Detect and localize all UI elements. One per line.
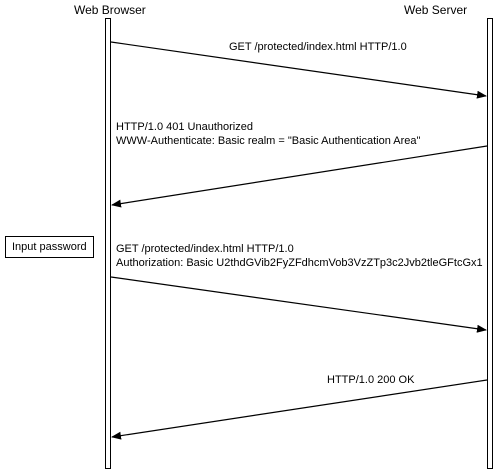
response-401-authenticate-line: WWW-Authenticate: Basic realm = "Basic A…: [116, 135, 421, 147]
response-200-arrow: [111, 379, 488, 440]
web-browser-lifeline: [105, 18, 111, 469]
response-200-label: HTTP/1.0 200 OK: [327, 373, 414, 387]
web-server-header: Web Server: [404, 3, 468, 17]
response-401-arrow: [111, 145, 488, 208]
request-2-arrow: [110, 276, 487, 333]
response-200-status-line: HTTP/1.0 200 OK: [327, 374, 415, 386]
request-2-line: GET /protected/index.html HTTP/1.0: [116, 243, 294, 255]
response-401-status-line: HTTP/1.0 401 Unauthorized: [116, 121, 253, 133]
input-password-box: Input password: [5, 236, 94, 258]
web-server-lifeline: [487, 18, 493, 469]
web-browser-header: Web Browser: [74, 3, 146, 17]
request-1-arrow: [110, 41, 487, 99]
request-2-authorization-line: Authorization: Basic U2thdGVib2FyZFdhcmV…: [116, 257, 483, 269]
request-1-line: GET /protected/index.html HTTP/1.0: [229, 41, 407, 53]
response-401-label: HTTP/1.0 401 Unauthorized WWW-Authentica…: [116, 120, 420, 148]
request-1-label: GET /protected/index.html HTTP/1.0: [229, 40, 407, 54]
request-2-label: GET /protected/index.html HTTP/1.0 Autho…: [116, 242, 483, 270]
